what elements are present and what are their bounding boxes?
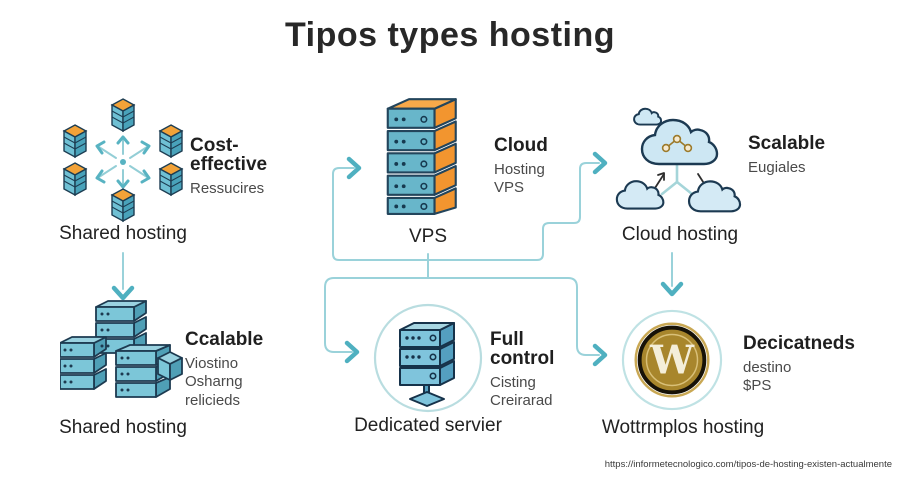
feature-heading: Decicatneds	[743, 333, 855, 354]
feature-line: Eugiales	[748, 159, 806, 176]
feature-heading: Ccalable	[185, 329, 264, 350]
feature-line: Creirarad	[490, 392, 553, 410]
wordpress-logo-icon: W	[621, 309, 723, 411]
shared-top-feature: Cost-effective Ressucires	[190, 136, 267, 198]
wordpress-w-letter: W	[649, 338, 695, 384]
shared-bottom-label: Shared hosting	[59, 417, 187, 438]
cloud-feature: Scalable Eugiales	[748, 134, 825, 177]
dedicated-server-icon	[373, 303, 483, 413]
page-title: Tipos types hosting	[284, 16, 615, 54]
dedicated-feature: Full control Cisting Creirarad	[490, 330, 554, 411]
wordpress-label: Wottrmplos hosting	[601, 417, 765, 438]
feature-heading: Full control	[490, 329, 555, 369]
feature-heading: Cloud	[494, 135, 548, 156]
vps-server-stack-icon	[386, 98, 457, 215]
cloud-label: Cloud hosting	[621, 224, 739, 245]
wordpress-feature: Decicatneds destino $PS	[743, 334, 855, 396]
cloud-network-icon	[615, 107, 742, 213]
feature-line: Hosting	[494, 161, 545, 178]
feature-line: Osharng relicieds	[185, 373, 243, 409]
shared-top-label: Shared hosting	[59, 223, 187, 244]
shared-hosting-network-icon	[63, 98, 183, 222]
feature-heading: Cost-effective	[190, 135, 268, 175]
dedicated-label: Dedicated servier	[354, 415, 502, 436]
feature-line: VPS	[494, 179, 525, 197]
vps-label: VPS	[408, 226, 448, 247]
server-cluster-icon	[60, 300, 183, 398]
feature-heading: Scalable	[748, 133, 826, 154]
feature-line: Cisting	[490, 374, 536, 391]
feature-line: destino	[743, 359, 792, 376]
source-url: https://informetecnologico.com/tipos-de-…	[604, 459, 892, 470]
feature-line: $PS	[743, 377, 772, 395]
feature-line: Viostino	[185, 355, 239, 372]
feature-line: Ressucires	[190, 180, 265, 197]
vps-feature: Cloud Hosting VPS	[494, 136, 548, 198]
shared-bottom-feature: Ccalable Viostino Osharng relicieds	[185, 330, 263, 410]
